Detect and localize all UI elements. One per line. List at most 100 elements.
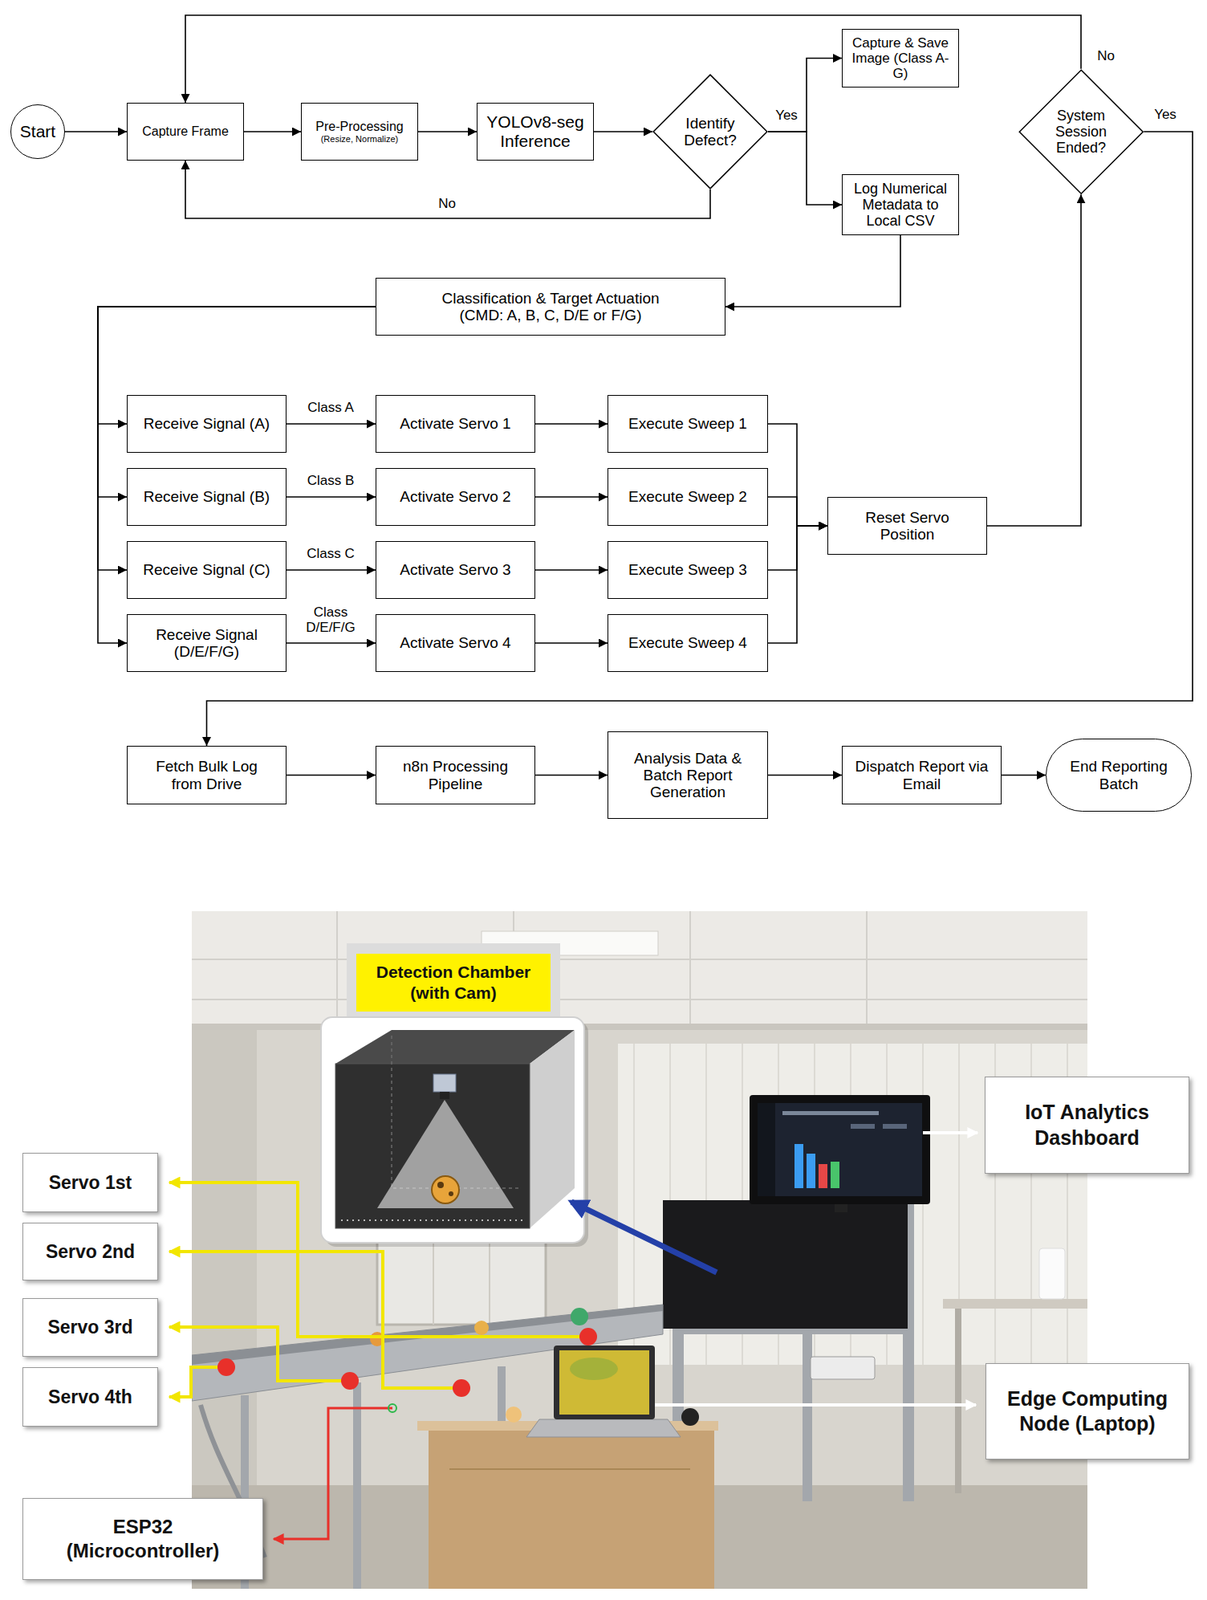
ceiling-grid: [191, 910, 1088, 1024]
connector: [535, 422, 608, 425]
node-text: Analysis Data & Batch Report Generation: [617, 749, 759, 801]
node-text: Classification & Target Actuation: [441, 289, 659, 307]
process-box: Execute Sweep 1: [607, 394, 769, 453]
laptop-screen-image: [569, 1357, 618, 1380]
node-text: Log Numerical Metadata to Local CSV: [846, 180, 955, 229]
servo-marker: [452, 1378, 471, 1397]
text-group: Receive Signal (A): [143, 414, 270, 432]
node-text: Dispatch Report via Email: [851, 757, 992, 793]
edge-label: Class D/E/F/G: [296, 604, 366, 635]
node-text: Pre-Processing: [315, 119, 403, 135]
decision-diamond: System Session Ended?: [1018, 69, 1144, 195]
diamond-shape: [653, 74, 768, 189]
connector: [286, 642, 376, 644]
table-leg: [955, 1308, 962, 1493]
connector: [768, 58, 842, 133]
node-text: Activate Servo 1: [399, 414, 511, 432]
node-text: Start: [20, 121, 56, 142]
process-box: Activate Servo 3: [375, 540, 536, 599]
node-text: Servo 4th: [48, 1385, 133, 1409]
process-box: Fetch Bulk Log from Drive: [126, 745, 287, 805]
node-text: Execute Sweep 2: [628, 487, 748, 505]
edge-label: Class C: [304, 545, 358, 561]
text-group: IoT Analytics Dashboard: [995, 1099, 1180, 1151]
process-box: Reset Servo Position: [827, 496, 988, 555]
monitor-stand: [834, 1203, 848, 1212]
esp32-leader: [273, 1407, 393, 1539]
connector: [768, 774, 842, 777]
node-text: Fetch Bulk Log from Drive: [138, 757, 276, 793]
text-group: n8n Processing Pipeline: [387, 757, 525, 793]
label-panel: [346, 942, 561, 1017]
connector: [768, 423, 828, 526]
node-text: Receive Signal (D/E/F/G): [138, 625, 276, 661]
text-group: Receive Signal (C): [142, 560, 270, 578]
text-group: Receive Signal (B): [143, 487, 270, 505]
node-text: Receive Signal (B): [143, 487, 270, 505]
connector: [535, 495, 608, 498]
text-group: Reset Servo Position: [839, 508, 976, 544]
connector: [243, 130, 301, 133]
desk: [428, 1430, 715, 1589]
laptop-base: [526, 1418, 681, 1437]
process-box: Log Numerical Metadata to Local CSV: [841, 174, 960, 236]
dashboard-bar: [794, 1143, 804, 1188]
process-box: Execute Sweep 2: [607, 467, 769, 526]
connector: [535, 774, 608, 777]
esp32-marker: [388, 1403, 397, 1412]
node-text: (Resize, Normalize): [321, 134, 399, 144]
text-group: Execute Sweep 1: [628, 414, 748, 432]
connector: [535, 642, 608, 644]
text-group: Receive Signal (D/E/F/G): [138, 625, 276, 661]
text-group: ESP32 (Microcontroller): [46, 1514, 240, 1563]
process-box: Activate Servo 2: [375, 467, 536, 526]
pointer-arrow: [922, 1130, 978, 1134]
connector: [185, 15, 1082, 103]
dashboard-bar: [806, 1153, 816, 1188]
chamber-floor-line: [341, 1219, 526, 1221]
dashboard-widget: [850, 1123, 875, 1129]
process-box: Activate Servo 1: [375, 394, 536, 453]
node-text: Execute Sweep 1: [628, 414, 748, 432]
diamond-shape: [1019, 69, 1143, 194]
node-text: Reset Servo Position: [839, 508, 976, 544]
text-group: Servo 1st: [48, 1170, 133, 1195]
connector: [987, 194, 1082, 526]
node-text: Activate Servo 3: [399, 560, 511, 578]
node-text: Servo 2nd: [45, 1239, 135, 1264]
callout-label: Edge Computing Node (Laptop): [985, 1362, 1190, 1459]
connector: [418, 130, 477, 133]
process-box: Dispatch Report via Email: [841, 745, 1002, 805]
text-group: Detection Chamber (with Cam): [362, 961, 545, 1004]
process-box: Receive Signal (A): [126, 394, 287, 453]
connector: [768, 131, 842, 205]
text-group: End Reporting Batch: [1058, 757, 1179, 793]
servo-marker: [217, 1357, 236, 1376]
text-group: Activate Servo 2: [399, 487, 511, 505]
text-group: Start: [20, 121, 56, 142]
process-box: Activate Servo 4: [375, 613, 536, 672]
power-strip: [810, 1356, 875, 1379]
node-text: Activate Servo 4: [399, 633, 511, 651]
process-box: Execute Sweep 3: [607, 540, 769, 599]
node-text: Capture & Save Image (Class A-G): [846, 35, 955, 82]
side-table: [942, 1298, 1088, 1309]
defect-spot: [448, 1190, 454, 1196]
process-box: Receive Signal (D/E/F/G): [126, 613, 287, 672]
dashboard-sidebar: [757, 1102, 776, 1196]
text-group: Edge Computing Node (Laptop): [995, 1385, 1180, 1437]
connector: [207, 131, 1194, 746]
node-text: Activate Servo 2: [399, 487, 511, 505]
node-text: Capture Frame: [142, 124, 229, 139]
node-text: (CMD: A, B, C, D/E or F/G): [459, 306, 643, 324]
dashboard-titlebar: [782, 1110, 879, 1115]
laptop-screen: [559, 1349, 650, 1415]
callout-label: IoT Analytics Dashboard: [984, 1076, 1190, 1174]
text-group: Activate Servo 1: [399, 414, 511, 432]
connector: [768, 525, 828, 570]
callout-label: Servo 1st: [22, 1152, 159, 1212]
connector: [286, 422, 376, 425]
text-group: Execute Sweep 4: [628, 633, 748, 651]
connector: [185, 160, 711, 219]
node-text: Edge Computing Node (Laptop): [995, 1385, 1180, 1437]
